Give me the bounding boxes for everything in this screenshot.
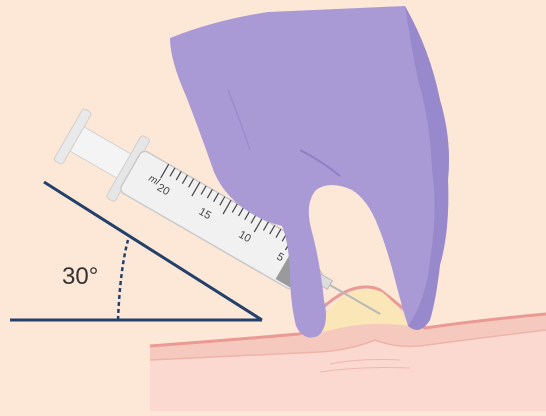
angle-arc <box>118 240 128 320</box>
angle-label: 30° <box>62 263 98 290</box>
skin <box>150 287 546 411</box>
